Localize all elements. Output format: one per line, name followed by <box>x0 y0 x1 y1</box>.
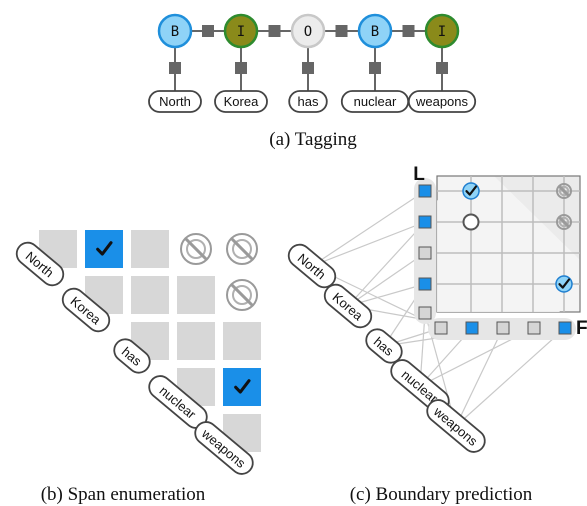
word-box <box>61 287 111 333</box>
tag-node <box>357 13 393 49</box>
word-box <box>426 399 486 453</box>
tag-node <box>157 13 193 49</box>
right-axis-label: F <box>576 318 587 339</box>
span-cell <box>131 230 169 268</box>
selected-marker <box>462 182 480 200</box>
pairwise-factor <box>402 25 415 37</box>
factor-edge <box>455 327 566 427</box>
left-boundary-node <box>418 215 432 229</box>
check-icon <box>234 379 251 394</box>
invalid-icon <box>556 183 572 199</box>
tag-label: B <box>371 24 379 40</box>
word-label: North <box>159 94 191 109</box>
diagonal-word: Korea <box>323 283 373 329</box>
right-boundary-node <box>434 321 448 335</box>
caption-boundary-prediction: (c) Boundary prediction <box>350 484 533 505</box>
selected-marker <box>555 275 573 293</box>
word-box <box>214 90 268 113</box>
tag-node <box>424 13 460 49</box>
span-cell <box>177 276 215 314</box>
factor-edge <box>311 221 426 267</box>
tag-label: O <box>304 24 312 40</box>
unary-factor <box>436 62 448 74</box>
word-box <box>323 283 373 329</box>
caption-tagging: (a) Tagging <box>269 129 357 150</box>
selected-span-cell <box>85 230 123 268</box>
word-label: nuclear <box>354 94 397 109</box>
diagonal-word: Korea <box>61 287 111 333</box>
unary-factor <box>235 62 247 74</box>
right-boundary-node <box>527 321 541 335</box>
factor-edge <box>455 327 504 427</box>
tag-node <box>223 13 259 49</box>
unary-factor <box>169 62 181 74</box>
right-boundary-node <box>465 321 479 335</box>
word-label: Korea <box>224 94 259 109</box>
right-boundary-node <box>496 321 510 335</box>
left-boundary-node <box>418 306 432 320</box>
invalid-span-icon <box>226 279 258 311</box>
left-boundary-node <box>418 184 432 198</box>
word-box <box>113 338 151 374</box>
word-box <box>287 243 337 289</box>
pairwise-factor <box>335 25 348 37</box>
check-icon <box>558 278 571 289</box>
span-cell <box>177 322 215 360</box>
pairwise-factor <box>268 25 281 37</box>
unary-factor <box>369 62 381 74</box>
word-box <box>365 328 403 364</box>
left-axis-label: L <box>413 164 425 185</box>
word-box <box>407 90 477 113</box>
diagonal-word: nuclear <box>148 375 208 429</box>
unary-factor <box>302 62 314 74</box>
right-boundary-node <box>558 321 572 335</box>
tag-node <box>290 13 326 49</box>
word-box <box>194 421 254 475</box>
word-label: has <box>298 94 319 109</box>
word-label: weapons <box>415 94 469 109</box>
factor-edge <box>347 221 426 307</box>
invalid-span-icon <box>226 233 258 265</box>
tag-label: I <box>438 24 446 40</box>
candidate-marker <box>462 213 480 231</box>
left-boundary-node <box>418 246 432 260</box>
tag-label: I <box>237 24 245 40</box>
span-cell <box>223 322 261 360</box>
factor-edge <box>347 252 426 307</box>
selected-span-cell <box>223 368 261 406</box>
invalid-icon <box>556 214 572 230</box>
word-box <box>15 241 65 287</box>
tag-label: B <box>171 24 179 40</box>
left-boundary-node <box>418 277 432 291</box>
invalid-span-icon <box>180 233 212 265</box>
caption-span-enumeration: (b) Span enumeration <box>41 484 206 505</box>
check-icon <box>465 185 478 196</box>
word-box <box>288 90 328 113</box>
factor-edge <box>311 190 426 267</box>
check-icon <box>96 241 113 256</box>
word-box <box>148 90 202 113</box>
diagonal-word: North <box>287 243 337 289</box>
pairwise-factor <box>202 25 214 37</box>
span-cell <box>131 276 169 314</box>
